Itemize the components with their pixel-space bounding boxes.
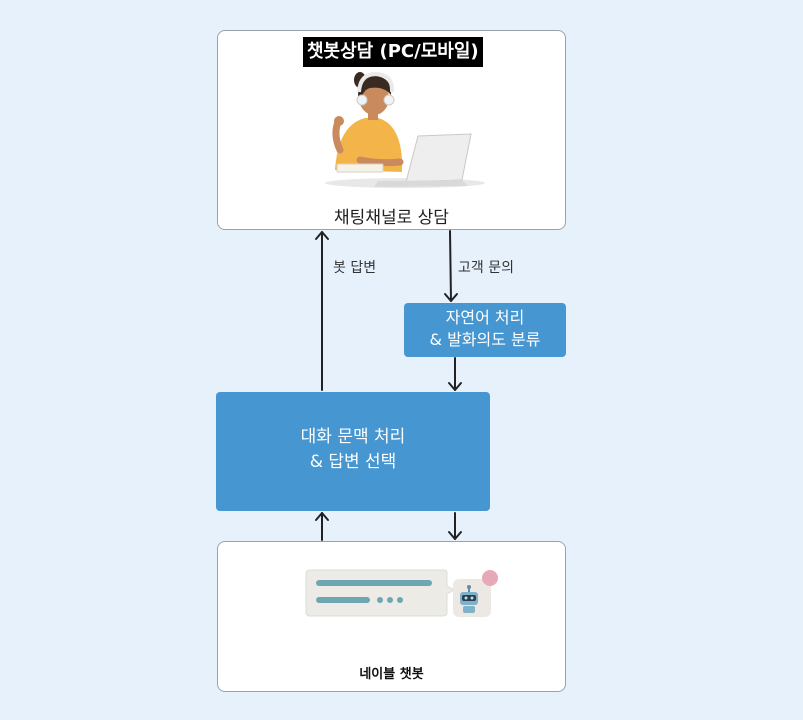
arrowhead-bot-answer — [315, 231, 329, 240]
dialog-box-line1: 대화 문맥 처리 — [300, 427, 406, 447]
customer-inquiry-label: 고객 문의 — [458, 260, 514, 276]
chat-channel-caption: 채팅채널로 상담 — [334, 208, 449, 228]
chatbot-caption: 네이블 챗봇 — [359, 667, 424, 682]
arrowhead-nlp-to-dialog — [448, 382, 462, 391]
nlp-box-line1: 자연어 처리 — [445, 308, 525, 327]
arrow-customer-inquiry — [449, 230, 452, 302]
nlp-intent-box: 자연어 처리 & 발화의도 분류 — [404, 303, 566, 357]
arrowhead-customer-inquiry — [444, 293, 458, 302]
chat-channel-title: 챗봇상담 (PC/모바일) — [303, 37, 483, 67]
arrowhead-chatbot-to-dialog — [315, 512, 329, 521]
arrowhead-dialog-to-chatbot — [448, 531, 462, 540]
dialog-box-line2: & 답변 선택 — [309, 452, 397, 472]
bot-answer-label: 봇 답변 — [333, 260, 377, 276]
nlp-box-line2: & 발화의도 분류 — [429, 330, 541, 349]
dialog-context-box: 대화 문맥 처리 & 답변 선택 — [216, 392, 490, 511]
